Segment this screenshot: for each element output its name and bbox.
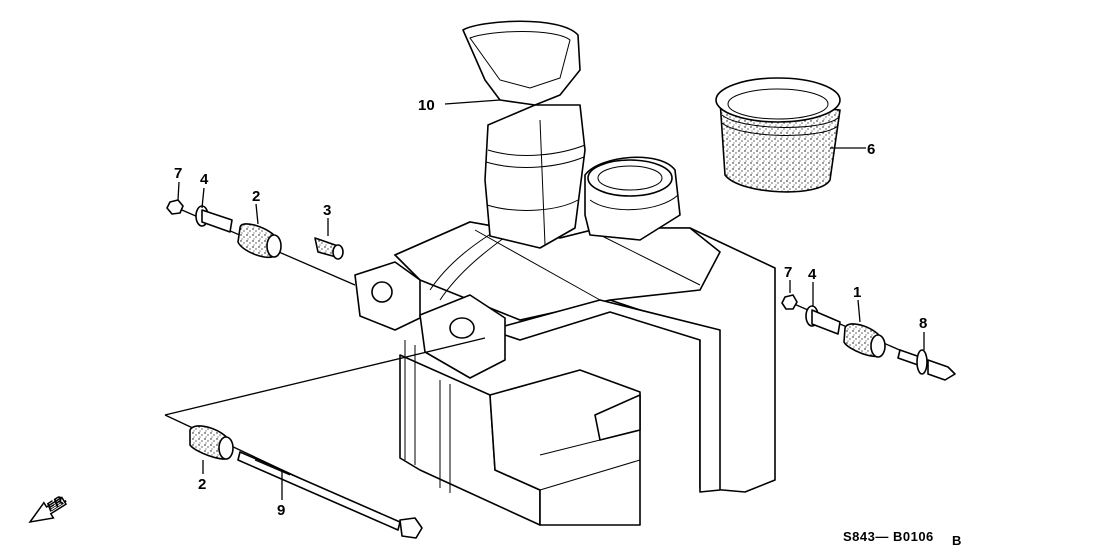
callout-7-right: 7	[784, 264, 792, 281]
callout-7-left: 7	[174, 165, 182, 182]
arrow-icon	[28, 496, 68, 524]
callout-labels: 10 6 7 4 2 3 7 4 1 8 2 9	[174, 97, 927, 519]
diagram-code: S843— B0106	[843, 529, 934, 544]
callout-4-left: 4	[200, 171, 209, 188]
callout-6: 6	[867, 141, 875, 158]
callout-4-right: 4	[808, 266, 817, 283]
strainer	[715, 77, 841, 193]
inlet-port	[584, 156, 681, 241]
callout-10: 10	[418, 97, 435, 114]
filler-neck	[462, 20, 586, 249]
callout-2-left: 2	[252, 188, 260, 205]
right-mount-hardware	[781, 294, 956, 381]
callout-8: 8	[919, 315, 927, 332]
callout-3: 3	[323, 202, 331, 219]
front-direction-indicator: FR.	[28, 491, 69, 524]
diagram-revision: B	[952, 533, 962, 548]
leader-lines	[177, 99, 925, 500]
callout-1: 1	[853, 284, 861, 301]
left-mount-hardware	[166, 199, 356, 286]
reservoir-tank	[354, 221, 776, 526]
callout-9: 9	[277, 502, 285, 519]
callout-2-bottom: 2	[198, 476, 206, 493]
bottom-hardware	[164, 337, 486, 539]
